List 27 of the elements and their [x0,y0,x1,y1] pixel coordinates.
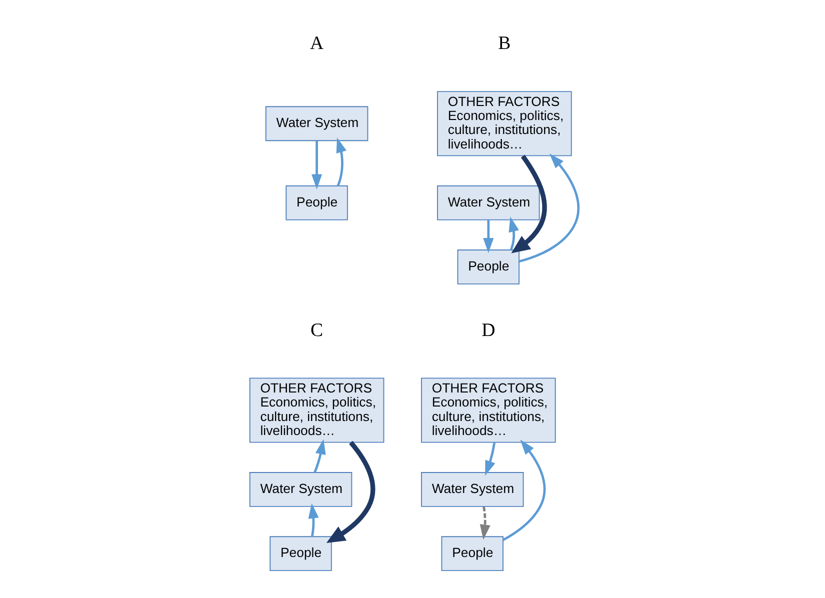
node-box: People [270,536,332,572]
node-box: Water System [420,472,524,507]
node-box: Water System [265,106,368,142]
arrow [502,440,546,541]
node-box: OTHER FACTORS Economics, politics, culture, institutions, livelihoods… [420,378,556,443]
node-box: OTHER FACTORS Economics, politics, culture, institutions, livelihoods… [249,378,384,443]
arrow [518,153,580,263]
node-box: Water System [437,185,540,220]
node-box: Water System [249,472,352,507]
node-box: People [441,536,504,572]
node-box: OTHER FACTORS Economics, politics, culture, institutions, livelihoods… [437,91,572,156]
arrow [508,216,519,250]
arrow [326,440,376,543]
arrow [485,442,496,476]
arrow [483,220,494,254]
arrow [314,439,326,473]
node-box: People [457,250,520,284]
arrow [480,506,490,540]
label: B [498,33,511,54]
arrow [336,138,346,186]
arrow [511,154,547,254]
arrow [312,140,322,190]
label: C [310,320,324,341]
arrow [308,503,319,536]
label: A [310,33,324,54]
label: D [482,320,496,341]
node-box: People [286,185,348,220]
